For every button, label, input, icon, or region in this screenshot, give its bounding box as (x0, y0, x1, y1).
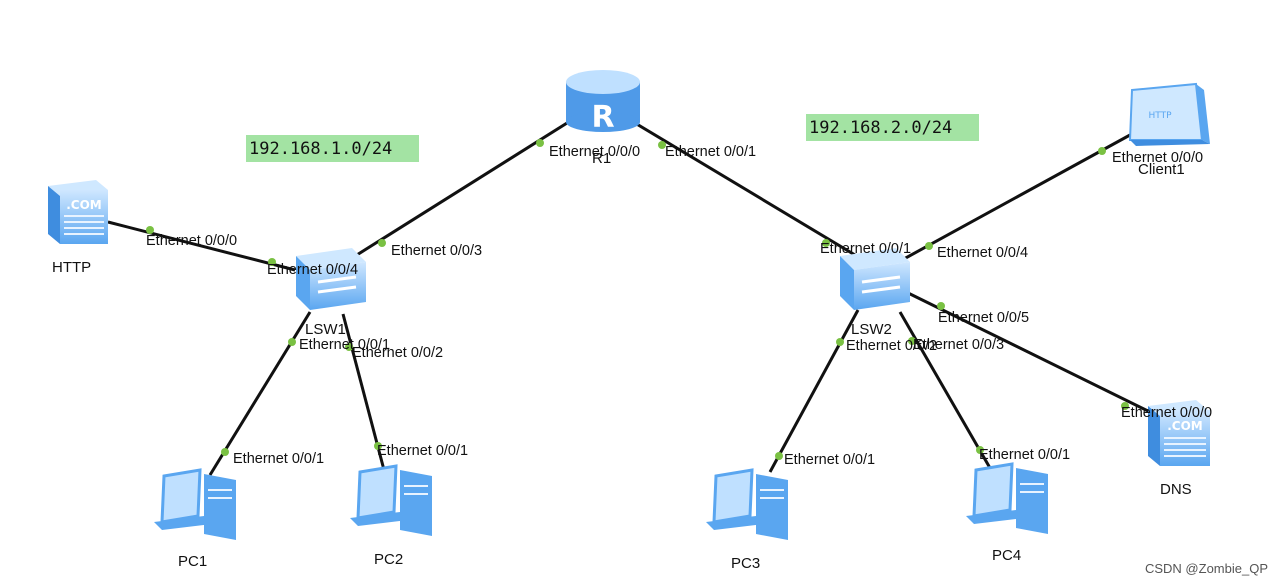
server-dns[interactable]: .COM DNS (1148, 400, 1210, 498)
port-dot (775, 452, 783, 460)
port-label-r1-e001: Ethernet 0/0/1 (665, 144, 756, 160)
link-http-lsw1[interactable] (107, 220, 296, 272)
subnet-label-left: 192.168.1.0/24 (246, 135, 419, 162)
port-label-lsw2-e004: Ethernet 0/0/4 (937, 245, 1028, 261)
client-icon: HTTP (1128, 82, 1210, 146)
port-label-lsw2-e001: Ethernet 0/0/1 (820, 241, 911, 257)
port-dot (146, 226, 154, 234)
link-lsw2-pc3[interactable] (768, 309, 860, 473)
port-label-http-e000: Ethernet 0/0/0 (146, 233, 237, 249)
port-label-pc3-e001: Ethernet 0/0/1 (784, 452, 875, 468)
link-r1-lsw2[interactable] (629, 118, 861, 260)
switch-lsw2-label: LSW2 (851, 321, 892, 338)
links (107, 116, 1151, 476)
port-dot (378, 239, 386, 247)
pc-pc1[interactable]: PC1 (154, 468, 236, 570)
client-client1[interactable]: HTTP Client1 (1128, 82, 1210, 178)
port-dot (221, 448, 229, 456)
link-lsw2-dns[interactable] (901, 288, 1151, 414)
svg-text:.COM: .COM (1167, 419, 1203, 433)
subnet-label-right: 192.168.2.0/24 (806, 114, 979, 141)
port-label-pc4-e001: Ethernet 0/0/1 (979, 447, 1070, 463)
port-dot (1098, 147, 1106, 155)
pc-pc4[interactable]: PC4 (966, 462, 1048, 564)
port-label-lsw1-e002: Ethernet 0/0/2 (352, 345, 443, 361)
port-label-lsw1-e003: Ethernet 0/0/3 (391, 243, 482, 259)
port-label-lsw2-e003: Ethernet 0/0/3 (913, 337, 1004, 353)
server-icon: .COM (48, 180, 108, 244)
port-labels: Ethernet 0/0/0 Ethernet 0/0/1 Ethernet 0… (146, 144, 1212, 468)
port-dot (268, 258, 276, 266)
link-lsw2-pc4[interactable] (898, 311, 992, 469)
port-label-lsw1-e001: Ethernet 0/0/1 (299, 337, 390, 353)
pc-icon (706, 468, 788, 540)
port-dot (925, 242, 933, 250)
switch-lsw1-label: LSW1 (305, 321, 346, 338)
port-dots (146, 139, 1129, 460)
port-dot (937, 302, 945, 310)
pc-pc3[interactable]: PC3 (706, 468, 788, 572)
port-label-pc1-e001: Ethernet 0/0/1 (233, 451, 324, 467)
port-label-dns-e000: Ethernet 0/0/0 (1121, 405, 1212, 421)
port-dot (658, 141, 666, 149)
server-http-label: HTTP (52, 259, 91, 276)
server-dns-label: DNS (1160, 481, 1192, 498)
router-r1[interactable]: R R1 (566, 70, 640, 167)
port-label-lsw2-e005: Ethernet 0/0/5 (938, 310, 1029, 326)
port-dot (976, 446, 984, 454)
subnet-right-text: 192.168.2.0/24 (809, 118, 952, 138)
port-dot (1121, 402, 1129, 410)
port-dot (374, 442, 382, 450)
router-icon: R (566, 70, 640, 135)
port-dot (836, 338, 844, 346)
port-label-lsw1-e004: Ethernet 0/0/4 (267, 262, 358, 278)
port-label-pc2-e001: Ethernet 0/0/1 (377, 443, 468, 459)
switch-lsw1[interactable]: LSW1 (296, 248, 366, 338)
port-dot (908, 337, 916, 345)
port-dot (536, 139, 544, 147)
pc-icon (966, 462, 1048, 534)
port-label-r1-e000: Ethernet 0/0/0 (549, 144, 640, 160)
client-client1-label: Client1 (1138, 161, 1185, 178)
port-label-lsw2-e002: Ethernet 0/0/2 (846, 338, 937, 354)
svg-text:R: R (591, 100, 614, 135)
router-r1-label: R1 (592, 150, 611, 167)
pc-pc2-label: PC2 (374, 551, 403, 568)
port-dot (345, 343, 353, 351)
port-dot (822, 239, 830, 247)
watermark: CSDN @Zombie_QP (1145, 561, 1268, 576)
switch-lsw2[interactable]: LSW2 (840, 248, 910, 338)
svg-text:.COM: .COM (66, 198, 102, 212)
pc-pc3-label: PC3 (731, 555, 760, 572)
pc-pc2[interactable]: PC2 (350, 464, 432, 568)
switch-icon (840, 248, 910, 310)
pc-icon (350, 464, 432, 536)
link-lsw2-client1[interactable] (901, 133, 1131, 262)
subnet-left-text: 192.168.1.0/24 (249, 139, 392, 159)
server-http[interactable]: .COM HTTP (48, 180, 108, 276)
port-label-client1-e000: Ethernet 0/0/0 (1112, 150, 1203, 166)
pc-pc4-label: PC4 (992, 547, 1021, 564)
server-icon: .COM (1148, 400, 1210, 466)
port-dot (288, 338, 296, 346)
pc-pc1-label: PC1 (178, 553, 207, 570)
svg-text:HTTP: HTTP (1148, 111, 1172, 121)
pc-icon (154, 468, 236, 540)
switch-icon (296, 248, 366, 310)
